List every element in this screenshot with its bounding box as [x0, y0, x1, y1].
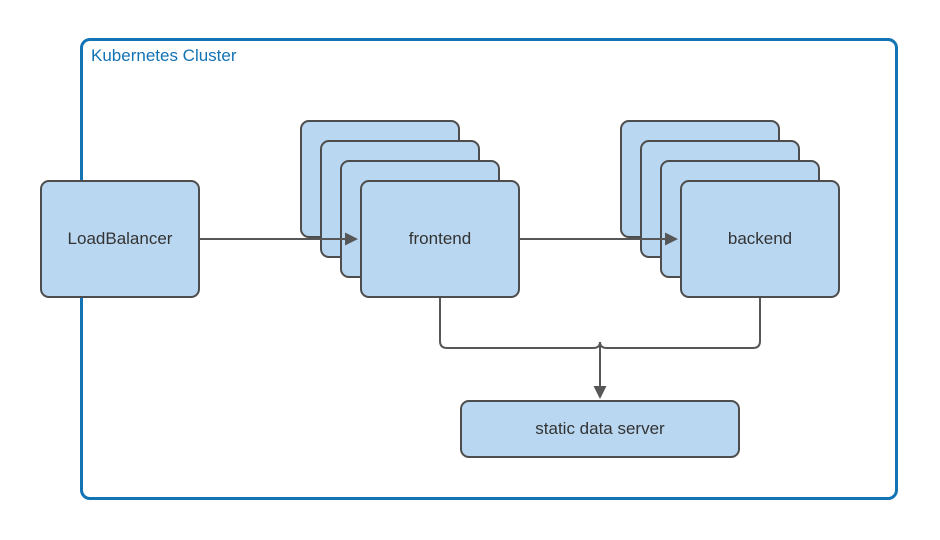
backend-node: backend — [680, 180, 840, 298]
frontend-label: frontend — [408, 229, 472, 248]
frontend-node: frontend — [360, 180, 520, 298]
loadbalancer-node: LoadBalancer — [40, 180, 200, 298]
cluster-label: Kubernetes Cluster — [91, 46, 237, 65]
loadbalancer-label: LoadBalancer — [67, 229, 173, 248]
static-data-server-label: static data server — [535, 419, 665, 438]
backend-label: backend — [727, 229, 793, 248]
static-data-server-node: static data server — [460, 400, 740, 458]
